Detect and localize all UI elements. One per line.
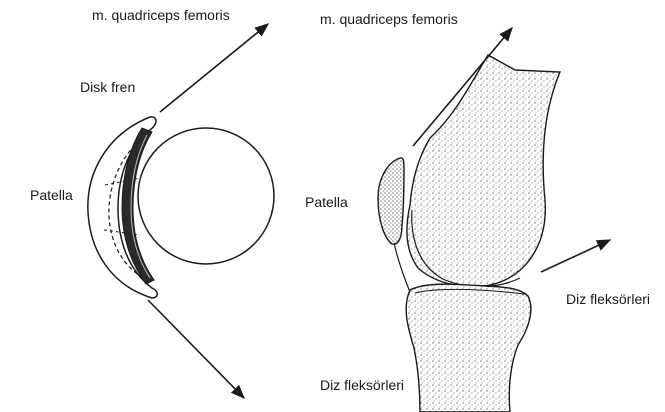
flexor-arrow-right	[541, 240, 610, 272]
quadriceps-arrow-left	[160, 24, 268, 112]
label-patella-right: Patella	[305, 195, 348, 209]
label-diz-fleksorleri-right: Diz fleksörleri	[566, 292, 650, 306]
label-quadriceps-left: m. quadriceps femoris	[92, 8, 230, 22]
tibia	[406, 284, 531, 412]
lower-arrow-left	[148, 300, 244, 398]
label-quadriceps-right: m. quadriceps femoris	[320, 12, 458, 26]
label-patella-left: Patella	[30, 188, 73, 202]
condyle-disc	[138, 128, 274, 264]
patellar-tendon	[394, 243, 410, 292]
label-diz-fleksorleri-bottom: Diz fleksörleri	[320, 378, 404, 392]
patella-right-shape	[378, 158, 404, 244]
right-knee-drawing	[378, 28, 610, 412]
femur	[407, 55, 560, 287]
label-disk-fren: Disk fren	[80, 80, 135, 94]
